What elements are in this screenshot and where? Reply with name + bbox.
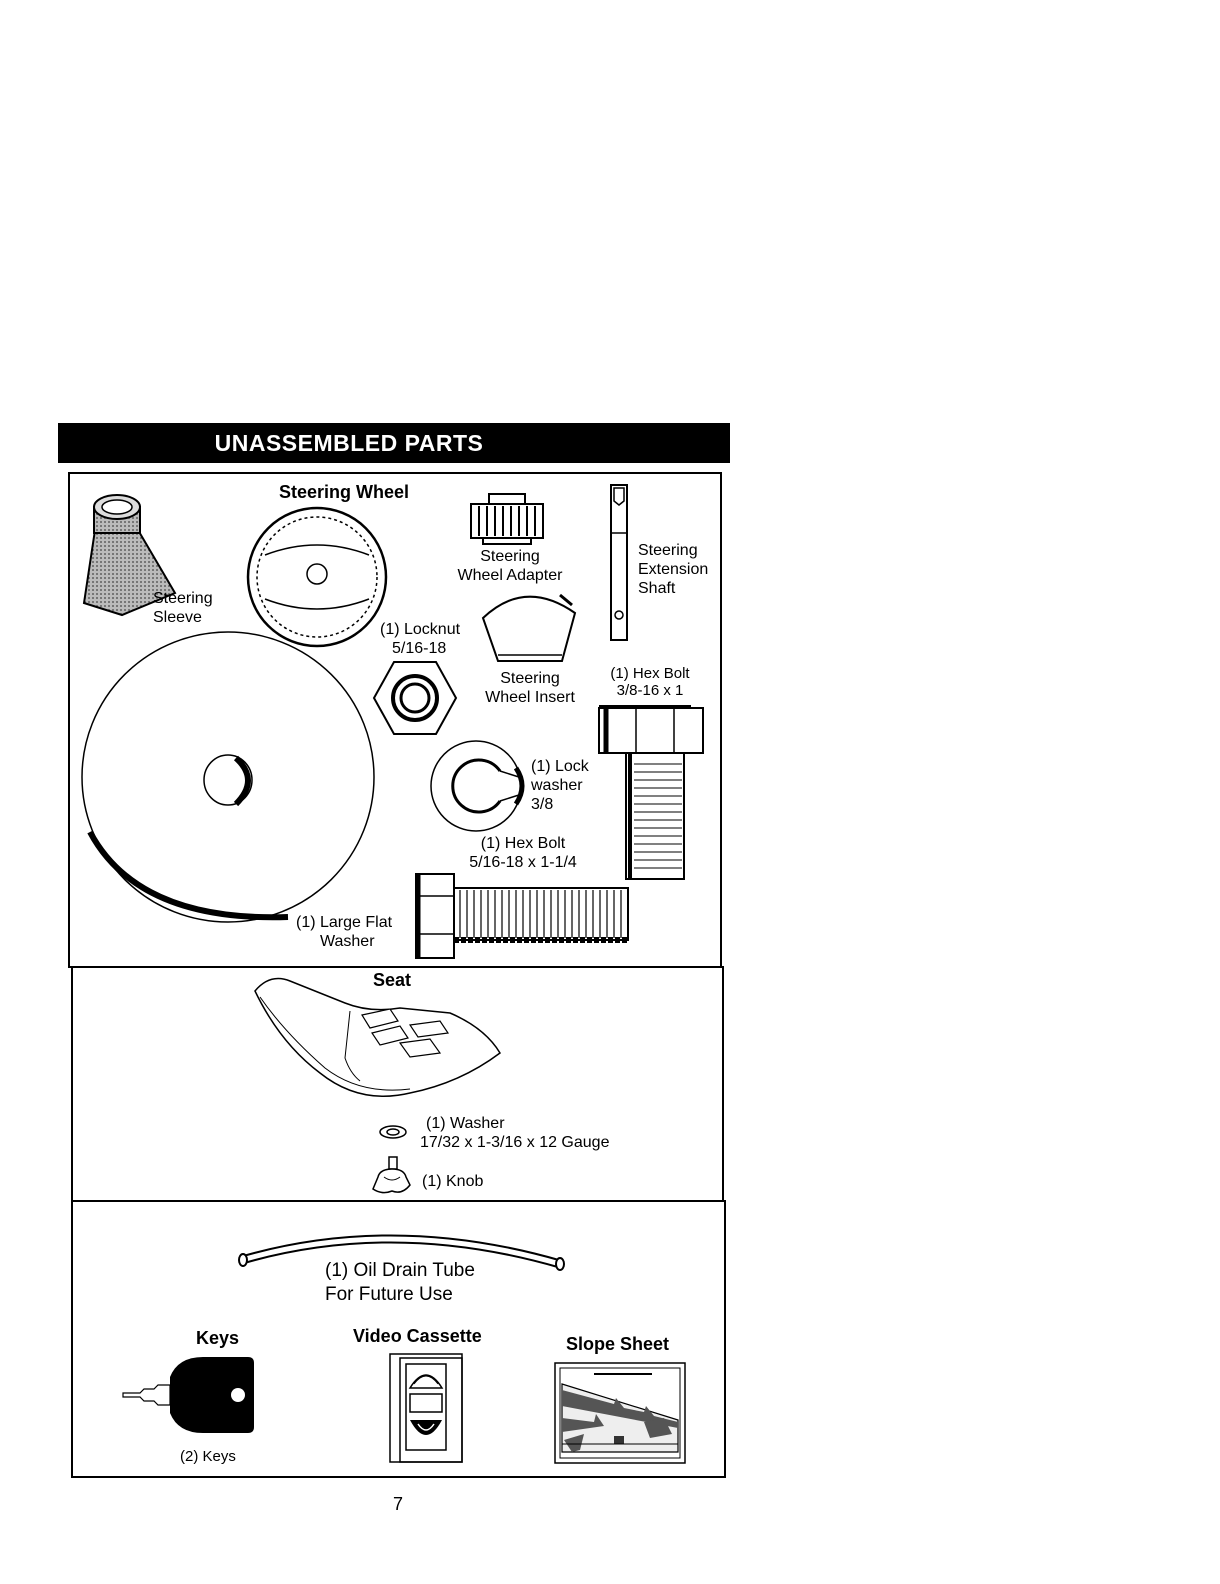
accessories-panel bbox=[71, 1200, 726, 1478]
section-title: UNASSEMBLED PARTS bbox=[214, 429, 484, 456]
hex-bolt-5-16-illustration bbox=[415, 873, 629, 959]
seat-illustration bbox=[254, 977, 501, 1097]
key-icon bbox=[122, 1357, 254, 1433]
slope-sheet-title: Slope Sheet bbox=[566, 1334, 670, 1354]
oil-drain-tube-illustration bbox=[238, 1234, 565, 1271]
locknut-illustration bbox=[372, 661, 458, 735]
video-cassette-illustration bbox=[389, 1353, 463, 1463]
lock-washer-illustration bbox=[430, 740, 525, 832]
washer-illustration bbox=[379, 1125, 407, 1139]
steering-wheel-adapter-illustration bbox=[470, 493, 544, 545]
slope-sheet-illustration bbox=[554, 1362, 686, 1464]
page-number: 7 bbox=[393, 1494, 404, 1514]
hex-bolt-3-8-illustration bbox=[598, 705, 704, 880]
seat-label: Seat bbox=[373, 970, 412, 990]
knob-illustration bbox=[372, 1156, 411, 1194]
steering-extension-shaft-illustration bbox=[610, 484, 628, 641]
keys-count-label: (2) Keys bbox=[180, 1448, 236, 1465]
video-cassette-title: Video Cassette bbox=[353, 1326, 482, 1346]
steering-wheel-label: Steering Wheel bbox=[279, 482, 410, 502]
keys-title: Keys bbox=[196, 1328, 240, 1348]
steering-wheel-insert-illustration bbox=[481, 593, 577, 662]
knob-label: (1) Knob bbox=[422, 1173, 484, 1190]
section-header: UNASSEMBLED PARTS bbox=[58, 423, 730, 463]
steering-sleeve-illustration bbox=[82, 494, 177, 617]
large-flat-washer-illustration bbox=[81, 631, 375, 923]
steering-wheel-illustration bbox=[246, 506, 388, 648]
